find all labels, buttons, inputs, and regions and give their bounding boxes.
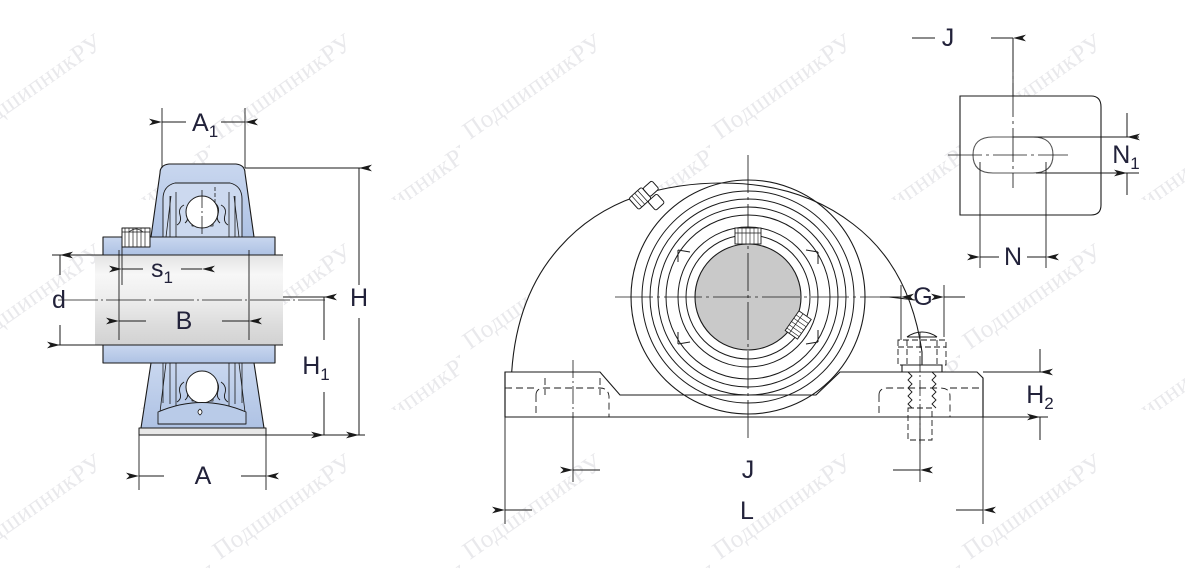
- dimension-label-N: N: [1004, 243, 1022, 271]
- left-section-view: [58, 163, 325, 436]
- dimension-B: B: [106, 250, 262, 340]
- dimension-A: A: [126, 435, 279, 490]
- dimension-d: d: [47, 251, 95, 349]
- dimension-H1: H1: [283, 293, 337, 439]
- hex-bolt: [897, 331, 947, 445]
- base-hidden-detail-right: [878, 387, 983, 417]
- front-view-centerlines: [615, 155, 890, 440]
- front-view-dimensions: G H2 J L: [492, 283, 1054, 525]
- dimension-label-d: d: [52, 286, 66, 314]
- base-slot-detail-view: [948, 38, 1102, 216]
- dimension-label-B: B: [176, 307, 193, 335]
- base-hidden-detail-left: [505, 360, 610, 417]
- dimension-H2: H2: [983, 349, 1054, 440]
- dimension-N1: N1: [1013, 113, 1140, 195]
- dimension-label-H2: H2: [1026, 381, 1054, 413]
- dimension-label-L: L: [740, 497, 754, 525]
- housing-lower: [138, 362, 267, 436]
- base-detail-dimensions: J N1 N: [912, 24, 1140, 271]
- dimension-label-J: J: [742, 456, 755, 484]
- dimension-J-detail: J: [912, 24, 1026, 96]
- dimension-label-N1: N1: [1112, 141, 1140, 173]
- dimension-J: J: [560, 417, 933, 484]
- dimension-label-A1: A1: [192, 109, 218, 141]
- left-view-dimensions: A1 H H1 d: [47, 108, 372, 490]
- front-elevation-view: [504, 155, 984, 445]
- dimension-N: N: [967, 162, 1059, 271]
- dimension-label-H: H: [350, 284, 368, 312]
- dimension-s1: s1: [109, 247, 215, 287]
- housing-flange-lower: [102, 344, 276, 364]
- dimension-label-J-detail: J: [942, 24, 955, 52]
- dimension-label-G: G: [913, 283, 932, 311]
- dimension-G: G: [880, 283, 965, 340]
- dimension-L: L: [492, 417, 996, 525]
- dimension-label-A: A: [195, 462, 212, 490]
- dimension-label-H1: H1: [302, 352, 330, 384]
- set-screw-lower-right: [784, 310, 812, 340]
- set-screw-upper: [121, 227, 151, 248]
- dimension-label-s1: s1: [151, 255, 173, 287]
- grease-nipple: [629, 180, 665, 211]
- set-screw-top: [734, 227, 762, 245]
- dimension-A1: A1: [149, 108, 258, 168]
